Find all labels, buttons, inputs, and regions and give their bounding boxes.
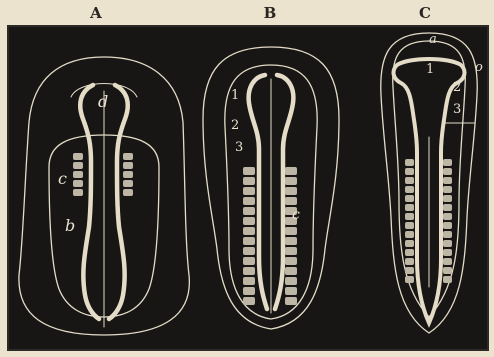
embryo-b-somite-outer-left-7 xyxy=(243,227,255,235)
embryo-b-somite-outer-left-13 xyxy=(243,287,255,295)
embryo-c-somite-right-2 xyxy=(443,168,452,175)
embryo-b-somite-outer-right-7 xyxy=(285,227,297,235)
embryo-b-somite-outer-right-10 xyxy=(285,257,297,265)
embryo-c-somite-left-9 xyxy=(405,231,414,238)
embryo-c-somite-right-11 xyxy=(443,249,452,256)
embryo-c-somite-right-14 xyxy=(443,276,452,283)
annotation-a-c: c xyxy=(58,169,67,188)
embryo-a-somite-right-4 xyxy=(123,180,133,187)
annotation-c-3: 3 xyxy=(453,102,461,117)
annotation-c-a: a xyxy=(429,32,437,47)
embryo-b-somite-outer-left-1 xyxy=(243,167,255,175)
embryo-b-somite-outer-right-14 xyxy=(285,297,297,305)
embryo-c-somite-right-13 xyxy=(443,267,452,274)
embryo-a-neural-fold-right xyxy=(109,85,128,319)
embryo-c-somite-left-3 xyxy=(405,177,414,184)
embryo-a-somite-right-1 xyxy=(123,153,133,160)
embryo-c-somite-left-10 xyxy=(405,240,414,247)
embryo-b-somite-outer-right-12 xyxy=(285,277,297,285)
embryo-b-somite-outer-left-2 xyxy=(243,177,255,185)
embryo-b-somite-outer-right-4 xyxy=(285,197,297,205)
embryo-b-somite-outer-left-4 xyxy=(243,197,255,205)
embryo-c-somite-left-4 xyxy=(405,186,414,193)
embryo-b-somite-outer-left-10 xyxy=(243,257,255,265)
embryo-c-somite-left-14 xyxy=(405,276,414,283)
embryo-a-somite-right-2 xyxy=(123,162,133,169)
embryo-c-somite-left-6 xyxy=(405,204,414,211)
embryo-b-somite-outer-right-11 xyxy=(285,267,297,275)
annotation-b-2: 2 xyxy=(231,118,239,133)
embryo-c xyxy=(381,33,477,333)
embryo-b-somite-outer-left-6 xyxy=(243,217,255,225)
embryo-c-somite-left-5 xyxy=(405,195,414,202)
embryo-c-somite-left-1 xyxy=(405,159,414,166)
annotation-c-o: o xyxy=(475,60,483,75)
embryo-b-somite-outer-right-2 xyxy=(285,177,297,185)
embryo-c-somite-right-9 xyxy=(443,231,452,238)
embryo-b-somite-outer-left-12 xyxy=(243,277,255,285)
figure-label-c: C xyxy=(410,4,440,22)
annotation-a-b: b xyxy=(65,216,75,235)
embryo-c-somite-right-10 xyxy=(443,240,452,247)
annotation-b-c: c xyxy=(292,207,300,223)
embryo-a-neural-fold-left xyxy=(80,85,99,319)
figure-label-b: B xyxy=(255,4,285,22)
embryo-c-somite-left-12 xyxy=(405,258,414,265)
embryo-b xyxy=(203,47,339,329)
embryo-b-somite-outer-left-11 xyxy=(243,267,255,275)
embryo-c-somite-right-4 xyxy=(443,186,452,193)
embryo-b-somite-outer-left-3 xyxy=(243,187,255,195)
embryo-c-somite-right-7 xyxy=(443,213,452,220)
embryo-a-somite-right-5 xyxy=(123,189,133,196)
embryo-c-somite-right-3 xyxy=(443,177,452,184)
embryo-a-somite-left-1 xyxy=(73,153,83,160)
embryo-diagram: d c b 1 2 3 c a 1 2 3 o xyxy=(9,27,487,349)
embryo-b-somite-outer-right-8 xyxy=(285,237,297,245)
embryo-b-somite-outer-right-1 xyxy=(285,167,297,175)
embryo-a-somite-right-3 xyxy=(123,171,133,178)
plate-panel: d c b 1 2 3 c a 1 2 3 o xyxy=(7,25,489,351)
embryo-b-somite-outer-right-9 xyxy=(285,247,297,255)
annotation-c-1: 1 xyxy=(426,62,434,77)
annotation-c-2: 2 xyxy=(453,80,461,95)
annotation-a-d: d xyxy=(98,92,108,111)
embryo-b-somite-outer-left-8 xyxy=(243,237,255,245)
embryo-c-somite-right-6 xyxy=(443,204,452,211)
embryo-c-somite-right-8 xyxy=(443,222,452,229)
embryo-a-somite-left-4 xyxy=(73,180,83,187)
embryo-c-somite-right-12 xyxy=(443,258,452,265)
embryo-a-somite-left-5 xyxy=(73,189,83,196)
annotation-b-1: 1 xyxy=(231,88,239,103)
embryo-c-somite-left-8 xyxy=(405,222,414,229)
embryo-b-somite-outer-left-9 xyxy=(243,247,255,255)
embryo-c-somite-left-13 xyxy=(405,267,414,274)
embryo-c-somite-left-7 xyxy=(405,213,414,220)
embryo-a-somite-left-2 xyxy=(73,162,83,169)
embryo-b-somite-outer-right-13 xyxy=(285,287,297,295)
embryo-b-somite-outer-left-5 xyxy=(243,207,255,215)
embryo-c-somite-right-1 xyxy=(443,159,452,166)
embryo-a-somite-left-3 xyxy=(73,171,83,178)
embryo-b-somite-outer-left-14 xyxy=(243,297,255,305)
annotation-b-3: 3 xyxy=(235,140,243,155)
embryo-c-somite-right-5 xyxy=(443,195,452,202)
embryo-b-somite-outer-right-3 xyxy=(285,187,297,195)
figure-label-a: A xyxy=(81,4,111,22)
embryo-c-somite-left-11 xyxy=(405,249,414,256)
embryo-c-somite-left-2 xyxy=(405,168,414,175)
